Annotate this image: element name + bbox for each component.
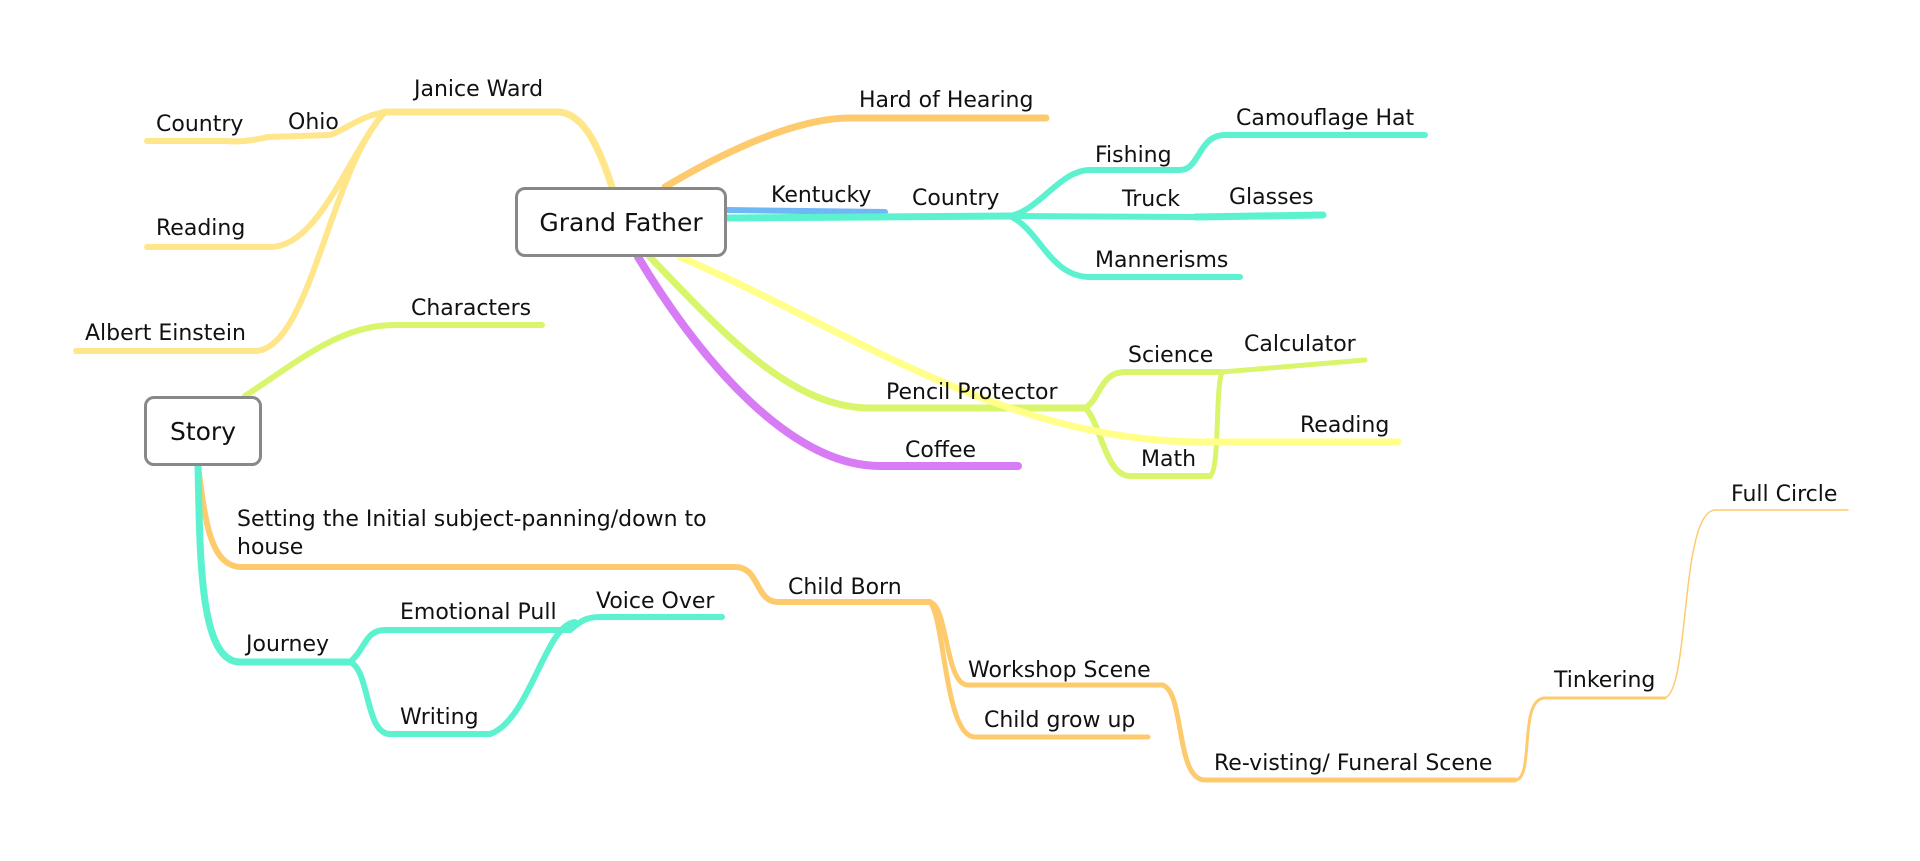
- node-setting-initial-subject[interactable]: Setting the Initial subject-panning/down…: [237, 507, 707, 560]
- link-gf-pencil: [646, 253, 1089, 412]
- link-childborn-workshop: [927, 599, 1165, 688]
- node-kentucky[interactable]: Kentucky: [771, 183, 872, 208]
- node-country-left[interactable]: Country: [156, 112, 244, 137]
- link-science-calculator: [1219, 357, 1368, 375]
- topic-story[interactable]: Story: [144, 396, 262, 466]
- link-science-math-bracket: [1207, 369, 1225, 479]
- node-journey[interactable]: Journey: [246, 632, 330, 657]
- link-workshop-revisit: [1159, 682, 1518, 783]
- link-gf-reading-right: [676, 253, 1402, 446]
- node-camouflage-hat[interactable]: Camouflage Hat: [1236, 106, 1415, 131]
- link-country-fishing: [1007, 132, 1428, 219]
- link-country-truck: [1007, 213, 1198, 220]
- node-ohio[interactable]: Ohio: [288, 110, 339, 135]
- link-tinkering-fullcircle: [1664, 509, 1849, 699]
- link-pencil-science: [1082, 369, 1225, 411]
- node-glasses[interactable]: Glasses: [1229, 185, 1314, 210]
- link-janice-ohio: [265, 109, 388, 140]
- node-math[interactable]: Math: [1141, 447, 1197, 472]
- node-workshop-scene[interactable]: Workshop Scene: [968, 658, 1151, 683]
- link-journey-writing: [347, 659, 493, 737]
- node-emotional-pull[interactable]: Emotional Pull: [400, 600, 557, 625]
- node-janice-ward[interactable]: Janice Ward: [414, 77, 544, 102]
- node-pencil-protector[interactable]: Pencil Protector: [886, 380, 1058, 405]
- node-revisiting-funeral-scene[interactable]: Re-visting/ Funeral Scene: [1214, 751, 1493, 776]
- node-coffee[interactable]: Coffee: [905, 438, 977, 463]
- node-characters[interactable]: Characters: [411, 296, 532, 321]
- node-reading-left[interactable]: Reading: [156, 216, 246, 241]
- node-child-grow-up[interactable]: Child grow up: [984, 708, 1136, 733]
- link-revisit-tinkering: [1513, 696, 1667, 782]
- node-full-circle[interactable]: Full Circle: [1731, 482, 1838, 507]
- node-science[interactable]: Science: [1128, 343, 1214, 368]
- link-country-mannerisms: [1007, 213, 1243, 280]
- link-truck-glasses: [1191, 211, 1327, 221]
- node-mannerisms[interactable]: Mannerisms: [1095, 248, 1229, 273]
- link-childborn-growup: [927, 599, 1151, 740]
- link-gf-coffee: [634, 253, 1022, 470]
- node-hard-of-hearing[interactable]: Hard of Hearing: [859, 88, 1034, 113]
- node-tinkering[interactable]: Tinkering: [1554, 668, 1656, 693]
- node-reading-right[interactable]: Reading: [1300, 413, 1390, 438]
- node-fishing[interactable]: Fishing: [1095, 143, 1172, 168]
- link-journey-emotional: [347, 627, 573, 665]
- link-writing-voice: [487, 619, 578, 737]
- link-gf-kentucky: [724, 207, 888, 215]
- link-story-setting: [195, 463, 933, 605]
- node-country-right[interactable]: Country: [912, 186, 1000, 211]
- link-ohio-country: [144, 134, 271, 145]
- link-gf-janice: [381, 108, 616, 191]
- node-truck[interactable]: Truck: [1122, 187, 1181, 212]
- node-calculator[interactable]: Calculator: [1244, 332, 1356, 357]
- link-pencil-math: [1082, 405, 1213, 479]
- node-albert-einstein[interactable]: Albert Einstein: [85, 321, 246, 346]
- node-child-born[interactable]: Child Born: [788, 575, 902, 600]
- link-story-journey: [194, 462, 354, 666]
- node-voice-over[interactable]: Voice Over: [596, 589, 715, 614]
- link-emotional-voice: [567, 614, 725, 633]
- topic-grand-father[interactable]: Grand Father: [515, 187, 727, 257]
- node-writing[interactable]: Writing: [400, 705, 479, 730]
- link-janice-einstein: [73, 109, 388, 354]
- link-gf-hearing: [661, 114, 1050, 191]
- link-story-characters: [242, 322, 545, 399]
- link-gf-country: [723, 212, 1014, 222]
